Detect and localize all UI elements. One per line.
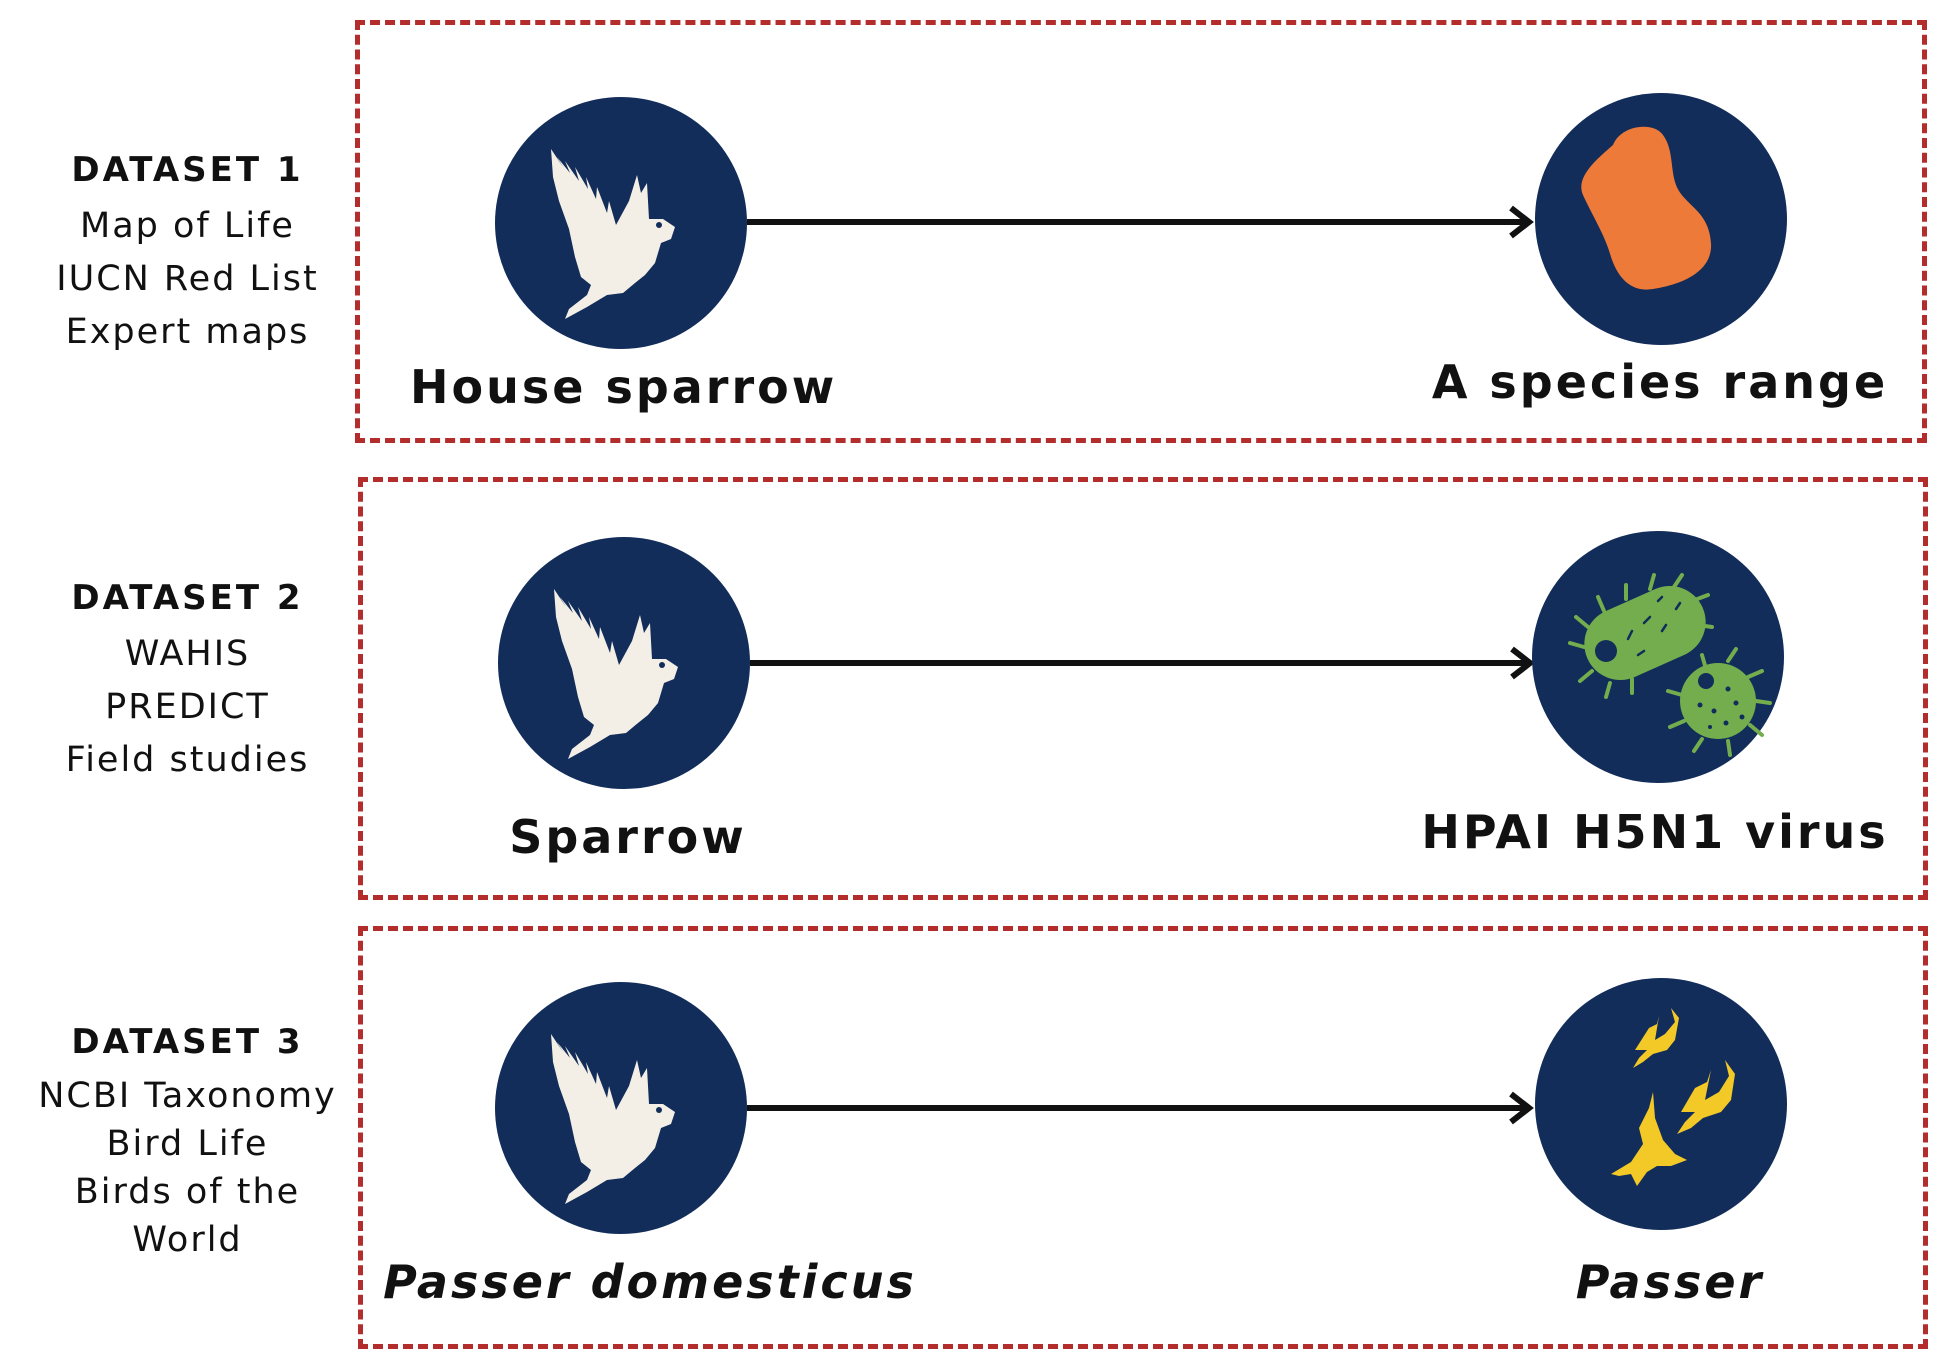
sparrow-bird-icon [495,97,747,349]
dataset-2-source-2: PREDICT [105,687,270,727]
dataset-3-source-1: NCBI Taxonomy [38,1076,337,1116]
dataset-3-target-node [1535,978,1787,1230]
dataset-3-box [358,926,1928,1349]
dataset-2-arrow [750,646,1535,680]
dataset-1-from-label: House sparrow [410,360,838,414]
dataset-3-title: DATASET 3 [71,1022,304,1062]
sparrow-bird-icon [495,982,747,1234]
dataset-1-source-2: IUCN Red List [56,259,319,299]
dataset-1-label: DATASET 1 Map of Life IUCN Red List Expe… [20,150,355,359]
dataset-3-source-2: Bird Life [106,1124,269,1164]
dataset-1-title: DATASET 1 [71,150,304,190]
dataset-2-from-label: Sparrow [509,810,747,864]
bird-flock-icon [1611,1008,1735,1186]
dataset-3-label: DATASET 3 NCBI Taxonomy Bird Life Birds … [20,1022,355,1264]
dataset-2-title: DATASET 2 [71,578,304,618]
dataset-3-to-label: Passer [1575,1255,1765,1309]
sparrow-bird-icon [498,537,750,789]
dataset-3-source-4: World [132,1220,243,1260]
dataset-2-source-3: Field studies [65,740,310,780]
dataset-2-source-1: WAHIS [124,634,251,674]
dataset-3-arrow [747,1091,1534,1125]
dataset-1-source-3: Expert maps [65,312,310,352]
dataset-2-target-node [1532,531,1784,783]
dataset-2-source-node [498,537,750,789]
dataset-1-arrow [747,205,1534,239]
dataset-1-target-node [1535,93,1787,345]
dataset-1-source-node [495,97,747,349]
dataset-1-source-1: Map of Life [80,206,295,246]
dataset-3-source-node [495,982,747,1234]
dataset-3-from-label: Passer domesticus [383,1255,917,1309]
dataset-2-box [358,477,1928,900]
dataset-2-to-label: HPAI H5N1 virus [1421,805,1889,859]
dataset-3-source-3: Birds of the [74,1172,301,1212]
species-range-blob-icon [1581,126,1712,290]
virus-icon [1568,573,1772,757]
dataset-2-label: DATASET 2 WAHIS PREDICT Field studies [20,578,355,787]
dataset-1-to-label: A species range [1431,355,1889,409]
dataset-1-box [355,20,1927,443]
